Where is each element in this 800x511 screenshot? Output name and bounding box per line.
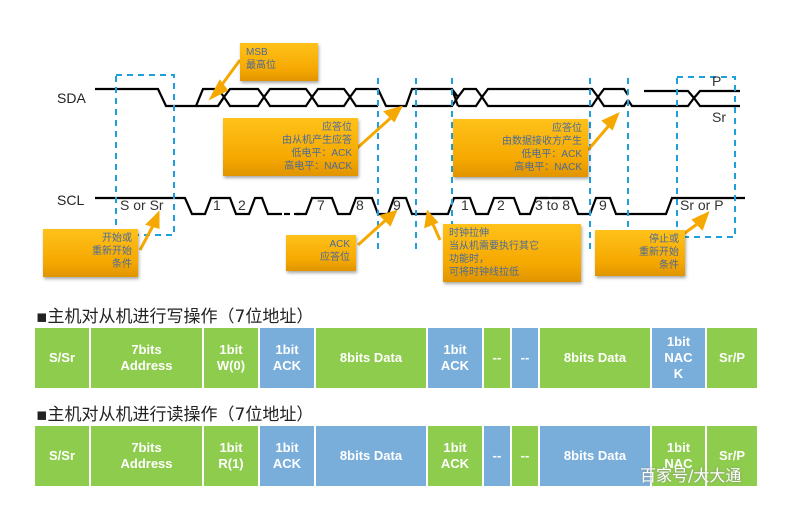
read-frame-cell: 1bit R(1): [204, 426, 260, 486]
callout-clock-stretch: 时钟拉伸 当从机需要执行其它 功能时， 可将时钟线拉低: [443, 224, 581, 282]
callout-text: 重新开始: [92, 246, 132, 257]
write-frame-cell: 8bits Data: [316, 328, 428, 388]
callout-text: 条件: [112, 259, 132, 270]
callout-text: 可将时钟线拉低: [449, 267, 519, 278]
scl-bit-1: 1: [213, 197, 221, 213]
sda-sr-label: Sr: [712, 109, 726, 125]
callout-text: 最高位: [246, 60, 276, 71]
callout-text: 时钟拉伸: [449, 228, 489, 239]
write-heading: ▪主机对从机进行写操作（7位地址）: [36, 307, 314, 327]
scl-bit-8: 8: [356, 197, 364, 213]
scl-bit-2: 2: [238, 197, 246, 213]
write-frame-cell: 8bits Data: [540, 328, 652, 388]
read-frame-cell: 1bit ACK: [260, 426, 316, 486]
write-frame-cell: Sr/P: [707, 328, 759, 388]
callout-text: 条件: [659, 260, 679, 271]
scl-bit2-3to8: 3 to 8: [535, 197, 570, 213]
scl-bit2-9: 9: [599, 197, 607, 213]
callout-start: 开始或 重新开始 条件: [43, 229, 138, 277]
scl-bit2-1: 1: [461, 197, 469, 213]
callout-text: 重新开始: [639, 247, 679, 258]
read-frame-cell: 8bits Data: [540, 426, 652, 486]
callout-slave-ack: 应答位 由从机产生应答 低电平：ACK 高电平：NACK: [223, 118, 358, 176]
read-frame-cell: 8bits Data: [316, 426, 428, 486]
read-heading: ▪主机对从机进行读操作（7位地址）: [36, 405, 314, 425]
callout-text: MSB: [246, 47, 268, 58]
write-frame-cell: 1bit ACK: [260, 328, 316, 388]
read-frame-cell: 7bits Address: [91, 426, 204, 486]
read-frame-cell: 1bit ACK: [428, 426, 484, 486]
callout-text: 功能时，: [449, 254, 489, 265]
sda-label: SDA: [57, 90, 86, 106]
callout-text: 由从机产生应答: [282, 135, 352, 146]
write-frame-cell: 1bit ACK: [428, 328, 484, 388]
callout-stop: 停止或 重新开始 条件: [595, 230, 685, 276]
read-frame-cell: --: [484, 426, 512, 486]
read-frame-cell: S/Sr: [35, 426, 91, 486]
write-frame-cell: S/Sr: [35, 328, 91, 388]
sda-p-label: P: [712, 73, 721, 89]
callout-text: 当从机需要执行其它: [449, 241, 539, 252]
end-marker-box: [676, 76, 736, 238]
callout-text: 应答位: [320, 252, 350, 263]
i2c-timing-diagram: S or Sr 1 2 7 8 9 1 2 3 to 8 9 Sr or P P…: [95, 59, 745, 251]
write-frame-cell: --: [484, 328, 512, 388]
scl-bit-7: 7: [317, 197, 325, 213]
watermark: 百家号/大大通: [640, 466, 742, 485]
callout-text: 停止或: [649, 234, 679, 245]
callout-text: 高电平：NACK: [284, 161, 352, 172]
write-frame-cell: --: [512, 328, 540, 388]
callout-text: 开始或: [102, 233, 132, 244]
scl-label: SCL: [57, 192, 85, 208]
scl-bit-9: 9: [393, 197, 401, 213]
read-frame-cell: --: [512, 426, 540, 486]
callout-receiver-ack: 应答位 由数据接收方产生 低电平：ACK 高电平：NACK: [453, 119, 588, 177]
callout-text: 低电平：ACK: [291, 148, 352, 159]
write-frame-cell: 1bit NAC K: [652, 328, 707, 388]
start-marker-box: [115, 74, 175, 236]
scl-bit2-2: 2: [497, 197, 505, 213]
write-frame-cell: 1bit W(0): [204, 328, 260, 388]
read-frame-cell: Sr/P: [707, 426, 759, 486]
callout-ack: ACK 应答位: [286, 235, 356, 271]
callout-msb: MSB 最高位: [240, 43, 318, 81]
read-frame-cell: 1bit NAC: [652, 426, 707, 486]
scl-start-label: S or Sr: [120, 197, 164, 213]
callout-text: ACK: [329, 239, 350, 250]
callout-text: 低电平：ACK: [521, 149, 582, 160]
scl-end-label: Sr or P: [680, 197, 724, 213]
write-frame-cell: 7bits Address: [91, 328, 204, 388]
callout-text: 由数据接收方产生: [502, 136, 582, 147]
callout-text: 应答位: [552, 123, 582, 134]
scl-waveform: [95, 196, 745, 216]
callout-text: 高电平：NACK: [514, 162, 582, 173]
callout-text: 应答位: [322, 122, 352, 133]
